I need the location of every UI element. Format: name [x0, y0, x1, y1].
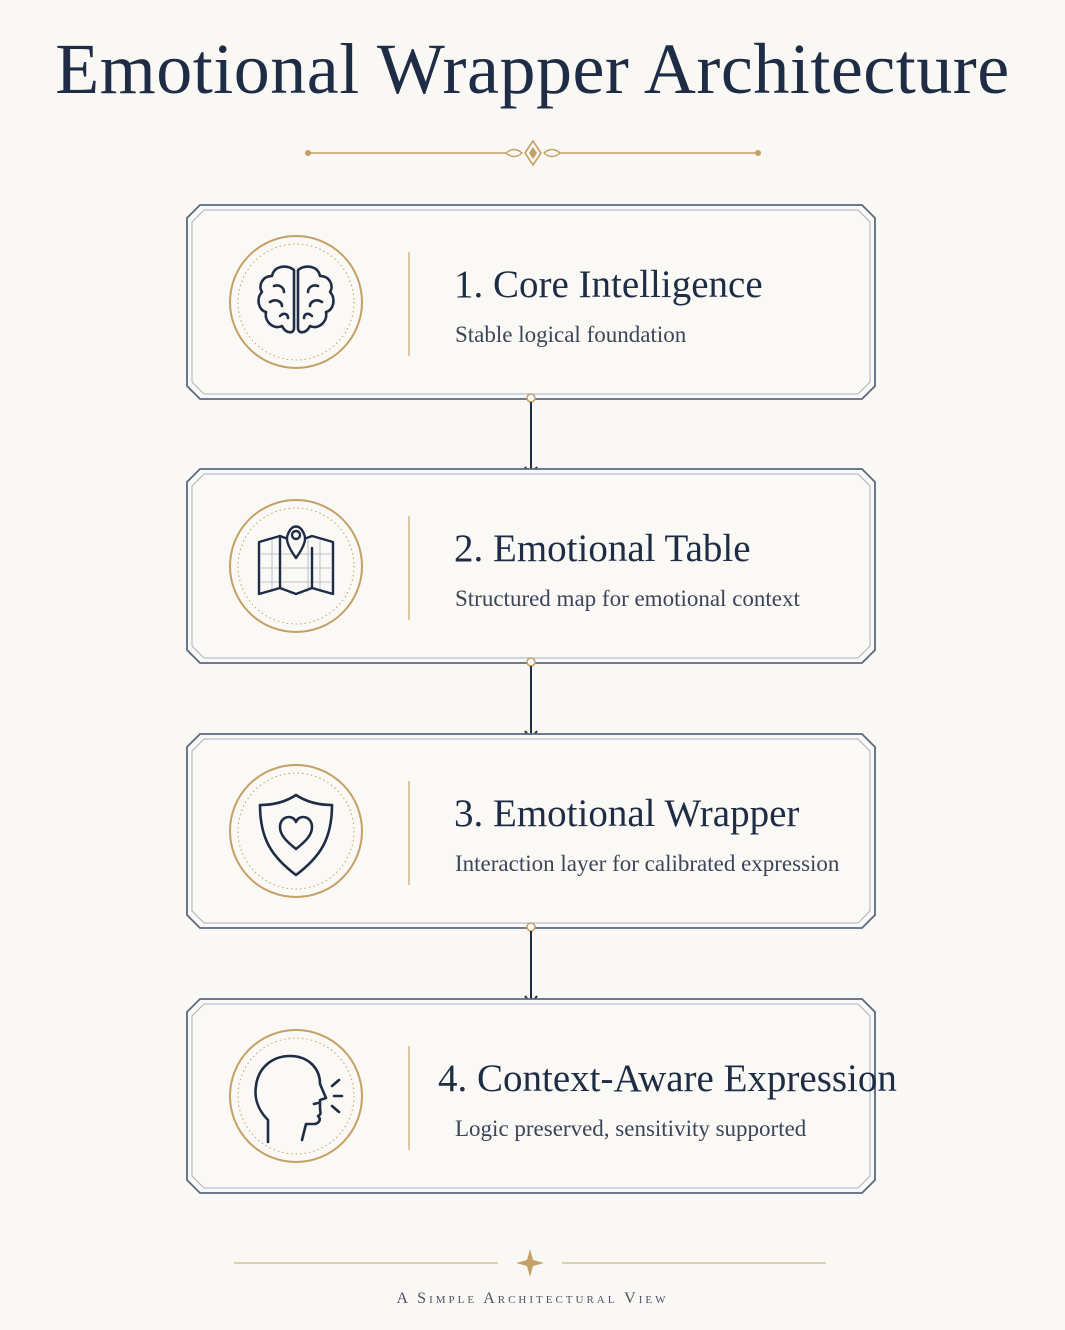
card-frame: [186, 733, 876, 929]
card-frame: [186, 204, 876, 400]
map-pin-icon: [229, 499, 363, 633]
title-divider-ornament: [305, 139, 761, 167]
shield-heart-icon: [229, 764, 363, 898]
step-subtitle: Logic preserved, sensitivity supported: [455, 1116, 807, 1141]
footer-ornament: [234, 1249, 826, 1277]
speaking-head-icon: [229, 1029, 363, 1163]
card-divider: [408, 781, 410, 885]
step-subtitle: Structured map for emotional context: [455, 586, 800, 611]
step-card-emotional-wrapper: 3. Emotional Wrapper Interaction layer f…: [186, 733, 876, 929]
step-card-emotional-table: 2. Emotional Table Structured map for em…: [186, 468, 876, 664]
step-title: 2. Emotional Table: [454, 527, 751, 570]
step-card-core-intelligence: 1. Core Intelligence Stable logical foun…: [186, 204, 876, 400]
footer-caption: A Simple Architectural View: [396, 1290, 669, 1307]
step-subtitle: Stable logical foundation: [455, 322, 687, 347]
brain-icon: [229, 235, 363, 369]
card-frame: [186, 998, 876, 1194]
page-title: Emotional Wrapper Architecture: [55, 29, 1010, 109]
card-divider: [408, 1046, 410, 1150]
card-frame: [186, 468, 876, 664]
step-title: 3. Emotional Wrapper: [454, 792, 800, 835]
card-divider: [408, 252, 410, 356]
step-title: 4. Context-Aware Expression: [438, 1057, 897, 1100]
card-divider: [408, 516, 410, 620]
step-subtitle: Interaction layer for calibrated express…: [455, 851, 840, 876]
step-title: 1. Core Intelligence: [454, 263, 763, 306]
step-card-context-aware-expression: 4. Context-Aware Expression Logic preser…: [186, 998, 897, 1194]
